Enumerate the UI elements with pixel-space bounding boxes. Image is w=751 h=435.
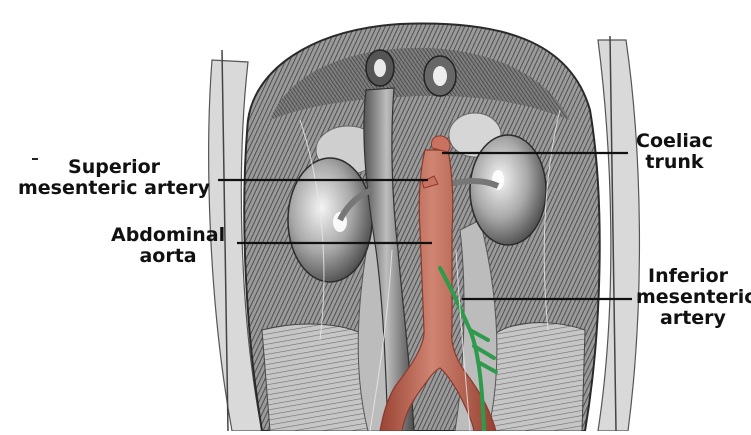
label-inferior-mesenteric-artery: Inferior mesenteric artery bbox=[636, 266, 751, 329]
left-kidney bbox=[288, 158, 372, 282]
label-line: aorta bbox=[111, 246, 225, 267]
label-coeliac-trunk: Coeliac trunk bbox=[636, 131, 713, 173]
right-kidney bbox=[470, 135, 546, 245]
label-line: Inferior bbox=[636, 266, 751, 287]
label-line: Coeliac bbox=[636, 131, 713, 152]
label-abdominal-aorta: Abdominal aorta bbox=[111, 225, 225, 267]
label-line: artery bbox=[636, 308, 751, 329]
label-line: trunk bbox=[636, 152, 713, 173]
label-line: Superior bbox=[18, 157, 210, 178]
label-superior-mesenteric-artery: Superior mesenteric artery bbox=[18, 157, 210, 199]
label-line: mesenteric bbox=[636, 287, 751, 308]
label-line: mesenteric artery bbox=[18, 178, 210, 199]
label-line: Abdominal bbox=[111, 225, 225, 246]
